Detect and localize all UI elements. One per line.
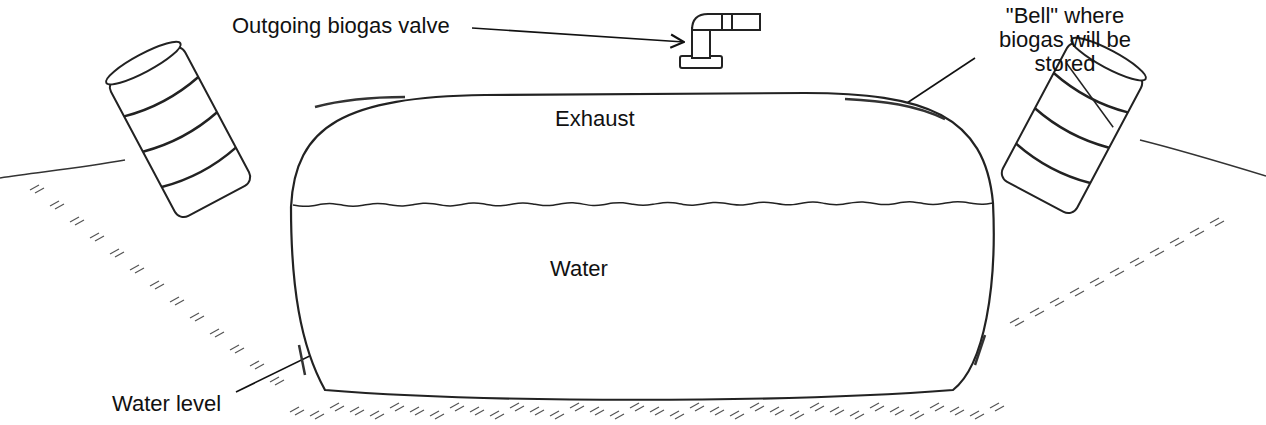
tank-wall — [291, 93, 994, 400]
soil-stroke — [710, 407, 724, 415]
soil-stroke — [230, 345, 244, 353]
soil-stroke — [210, 329, 224, 337]
soil-stroke — [1130, 258, 1144, 266]
soil-stroke — [150, 281, 164, 289]
soil-stroke — [770, 407, 784, 415]
soil-stroke — [90, 233, 104, 241]
soil-stroke — [350, 407, 364, 415]
soil-stroke — [170, 297, 184, 305]
tank-region-label: Water — [550, 257, 608, 281]
soil-stroke — [1170, 238, 1184, 246]
soil-stroke — [1050, 298, 1064, 306]
soil-stroke — [990, 403, 1004, 411]
soil-stroke — [530, 407, 544, 415]
soil-stroke — [550, 411, 564, 419]
soil-stroke — [490, 411, 504, 419]
soil-stroke — [310, 411, 324, 419]
callout-label: "Bell" where biogas will be stored — [985, 4, 1145, 76]
soil-stroke — [1010, 318, 1024, 326]
soil-stroke — [70, 217, 84, 225]
soil-stroke — [630, 403, 644, 411]
soil-stroke — [750, 403, 764, 411]
soil-stroke — [790, 411, 804, 419]
soil-stroke — [250, 361, 264, 369]
soil-stroke — [1210, 218, 1224, 226]
soil-stroke — [590, 407, 604, 415]
soil-stroke — [910, 411, 924, 419]
soil-stroke — [1150, 248, 1164, 256]
soil-stroke — [1090, 278, 1104, 286]
part-label: Water level — [112, 392, 221, 416]
soil-stroke — [510, 403, 524, 411]
part-label: Outgoing biogas valve — [232, 14, 450, 38]
inlet-barrel — [102, 35, 254, 220]
soil-stroke — [270, 377, 284, 385]
tank-shading — [299, 97, 985, 375]
soil-stroke — [110, 249, 124, 257]
soil-stroke — [1190, 228, 1204, 236]
soil-stroke — [870, 403, 884, 411]
soil-stroke — [930, 403, 944, 411]
soil-stroke — [1070, 288, 1084, 296]
soil-stroke — [290, 407, 304, 415]
tank-region-label: Exhaust — [555, 107, 635, 131]
soil-stroke — [1110, 268, 1124, 276]
water-surface — [293, 202, 993, 207]
soil-stroke — [730, 411, 744, 419]
soil-stroke — [370, 411, 384, 419]
soil-stroke — [570, 403, 584, 411]
soil-stroke — [610, 411, 624, 419]
soil-stroke — [670, 411, 684, 419]
soil-stroke — [470, 407, 484, 415]
soil-stroke — [50, 201, 64, 209]
soil-stroke — [690, 403, 704, 411]
soil-stroke — [190, 313, 204, 321]
soil-stroke — [1030, 308, 1044, 316]
soil-stroke — [950, 407, 964, 415]
soil-stroke — [30, 185, 44, 193]
biogas-valve — [680, 14, 760, 68]
soil-stroke — [410, 407, 424, 415]
soil-stroke — [390, 403, 404, 411]
tank-outline — [285, 85, 1000, 407]
soil-stroke — [850, 411, 864, 419]
soil-stroke — [890, 407, 904, 415]
soil-stroke — [130, 265, 144, 273]
soil-stroke — [430, 411, 444, 419]
soil-stroke — [830, 407, 844, 415]
soil-stroke — [970, 411, 984, 419]
soil-stroke — [450, 403, 464, 411]
soil-stroke — [330, 403, 344, 411]
soil-stroke — [650, 407, 664, 415]
soil-stroke — [810, 403, 824, 411]
digester-tank: ExhaustWater — [285, 85, 1000, 407]
